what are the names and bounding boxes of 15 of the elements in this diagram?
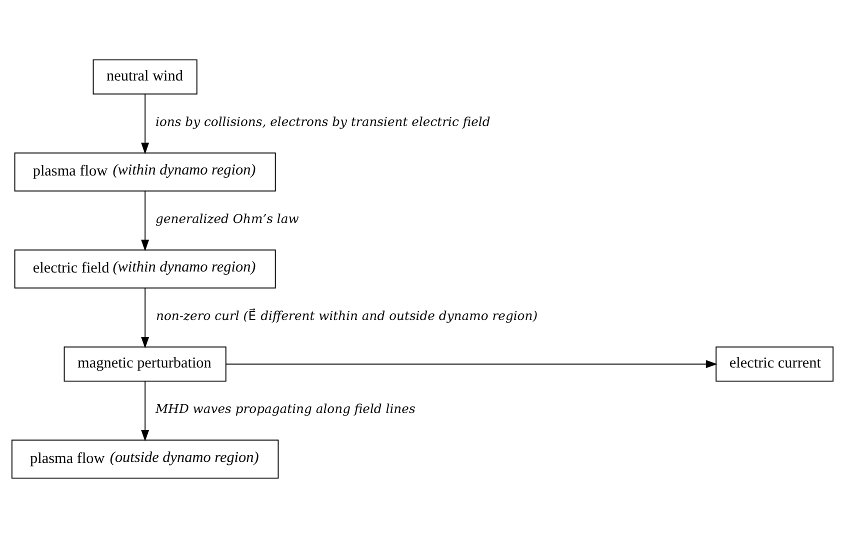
node-box: electric field (within dynamo region)	[14, 250, 276, 288]
arrow	[225, 360, 718, 368]
edge-label: non-zero curl (E⃗ different within and outside dynamo region)	[156, 308, 538, 323]
edge-label: ions by collisions, electrons by transient electric field	[156, 114, 490, 129]
node-box: magnetic perturbation	[64, 346, 226, 382]
node-box: plasma flow (outside dynamo region)	[11, 440, 279, 479]
arrow	[141, 288, 150, 348]
node-box: plasma flow (within dynamo region)	[14, 152, 276, 192]
arrow	[141, 380, 150, 442]
node-box: neutral wind	[92, 59, 198, 94]
edge-label: MHD waves propagating along field lines	[156, 402, 416, 416]
node-box: electric current	[716, 346, 834, 382]
edge-label: generalized Ohm’s law	[156, 212, 299, 226]
arrow	[141, 94, 150, 154]
arrow	[141, 190, 150, 252]
